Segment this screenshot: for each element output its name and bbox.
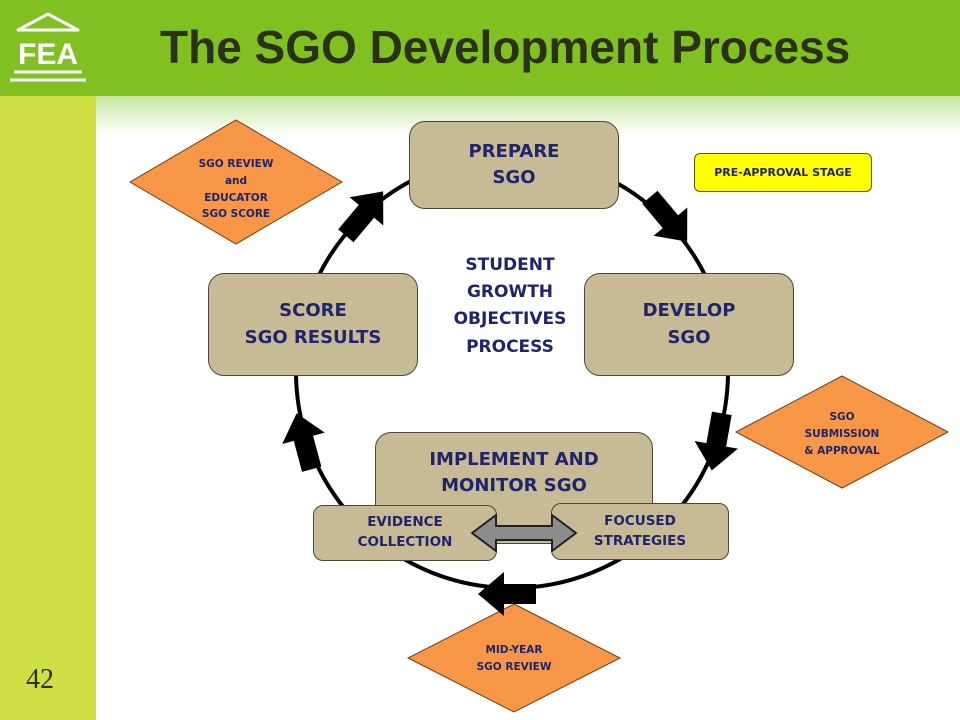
substage-evidence-collection: EVIDENCE COLLECTION (313, 505, 497, 561)
stage-prepare-label: PREPARE SGO (468, 140, 560, 188)
substage-focused-strategies: FOCUSED STRATEGIES (551, 503, 729, 560)
milestone-review-label: SGO REVIEW and EDUCATOR SGO SCORE (198, 158, 274, 221)
stage-score-label: SCORE SGO RESULTS (244, 300, 382, 348)
left-sidebar (0, 0, 96, 720)
center-process-label: STUDENT GROWTH OBJECTIVES PROCESS (453, 255, 567, 357)
cycle-arrow-2 (694, 411, 738, 471)
fea-logo: FEA (0, 0, 96, 96)
logo-text: FEA (18, 38, 78, 71)
milestone-midyear-label: MID-YEAR SGO REVIEW (476, 644, 552, 673)
page-number: 42 (26, 664, 54, 695)
stage-prepare-sgo: PREPARE SGO (409, 121, 619, 209)
milestone-diamond-submission (734, 375, 950, 489)
stage-score-results: SCORE SGO RESULTS (208, 273, 418, 376)
stage-develop-label: DEVELOP SGO (642, 300, 736, 348)
substage-evidence-label: EVIDENCE COLLECTION (357, 514, 453, 550)
header-bar (96, 0, 960, 96)
milestone-diamond-midyear (406, 603, 622, 713)
cycle-arrow-5 (338, 191, 384, 243)
page-title: The SGO Development Process (160, 21, 851, 73)
cycle-arrow-1 (642, 190, 688, 242)
milestone-diamond-review (129, 119, 343, 245)
pre-approval-stage-label: PRE-APPROVAL STAGE (694, 153, 872, 192)
substage-strategies-label: FOCUSED STRATEGIES (593, 512, 687, 549)
stage-implement-label: IMPLEMENT AND MONITOR SGO (429, 449, 599, 497)
stage-develop-sgo: DEVELOP SGO (584, 273, 794, 376)
cycle-arrow-4 (282, 413, 325, 472)
cycle-arrow-3 (478, 572, 536, 616)
milestone-submission-label: SGO SUBMISSION & APPROVAL (804, 411, 880, 457)
